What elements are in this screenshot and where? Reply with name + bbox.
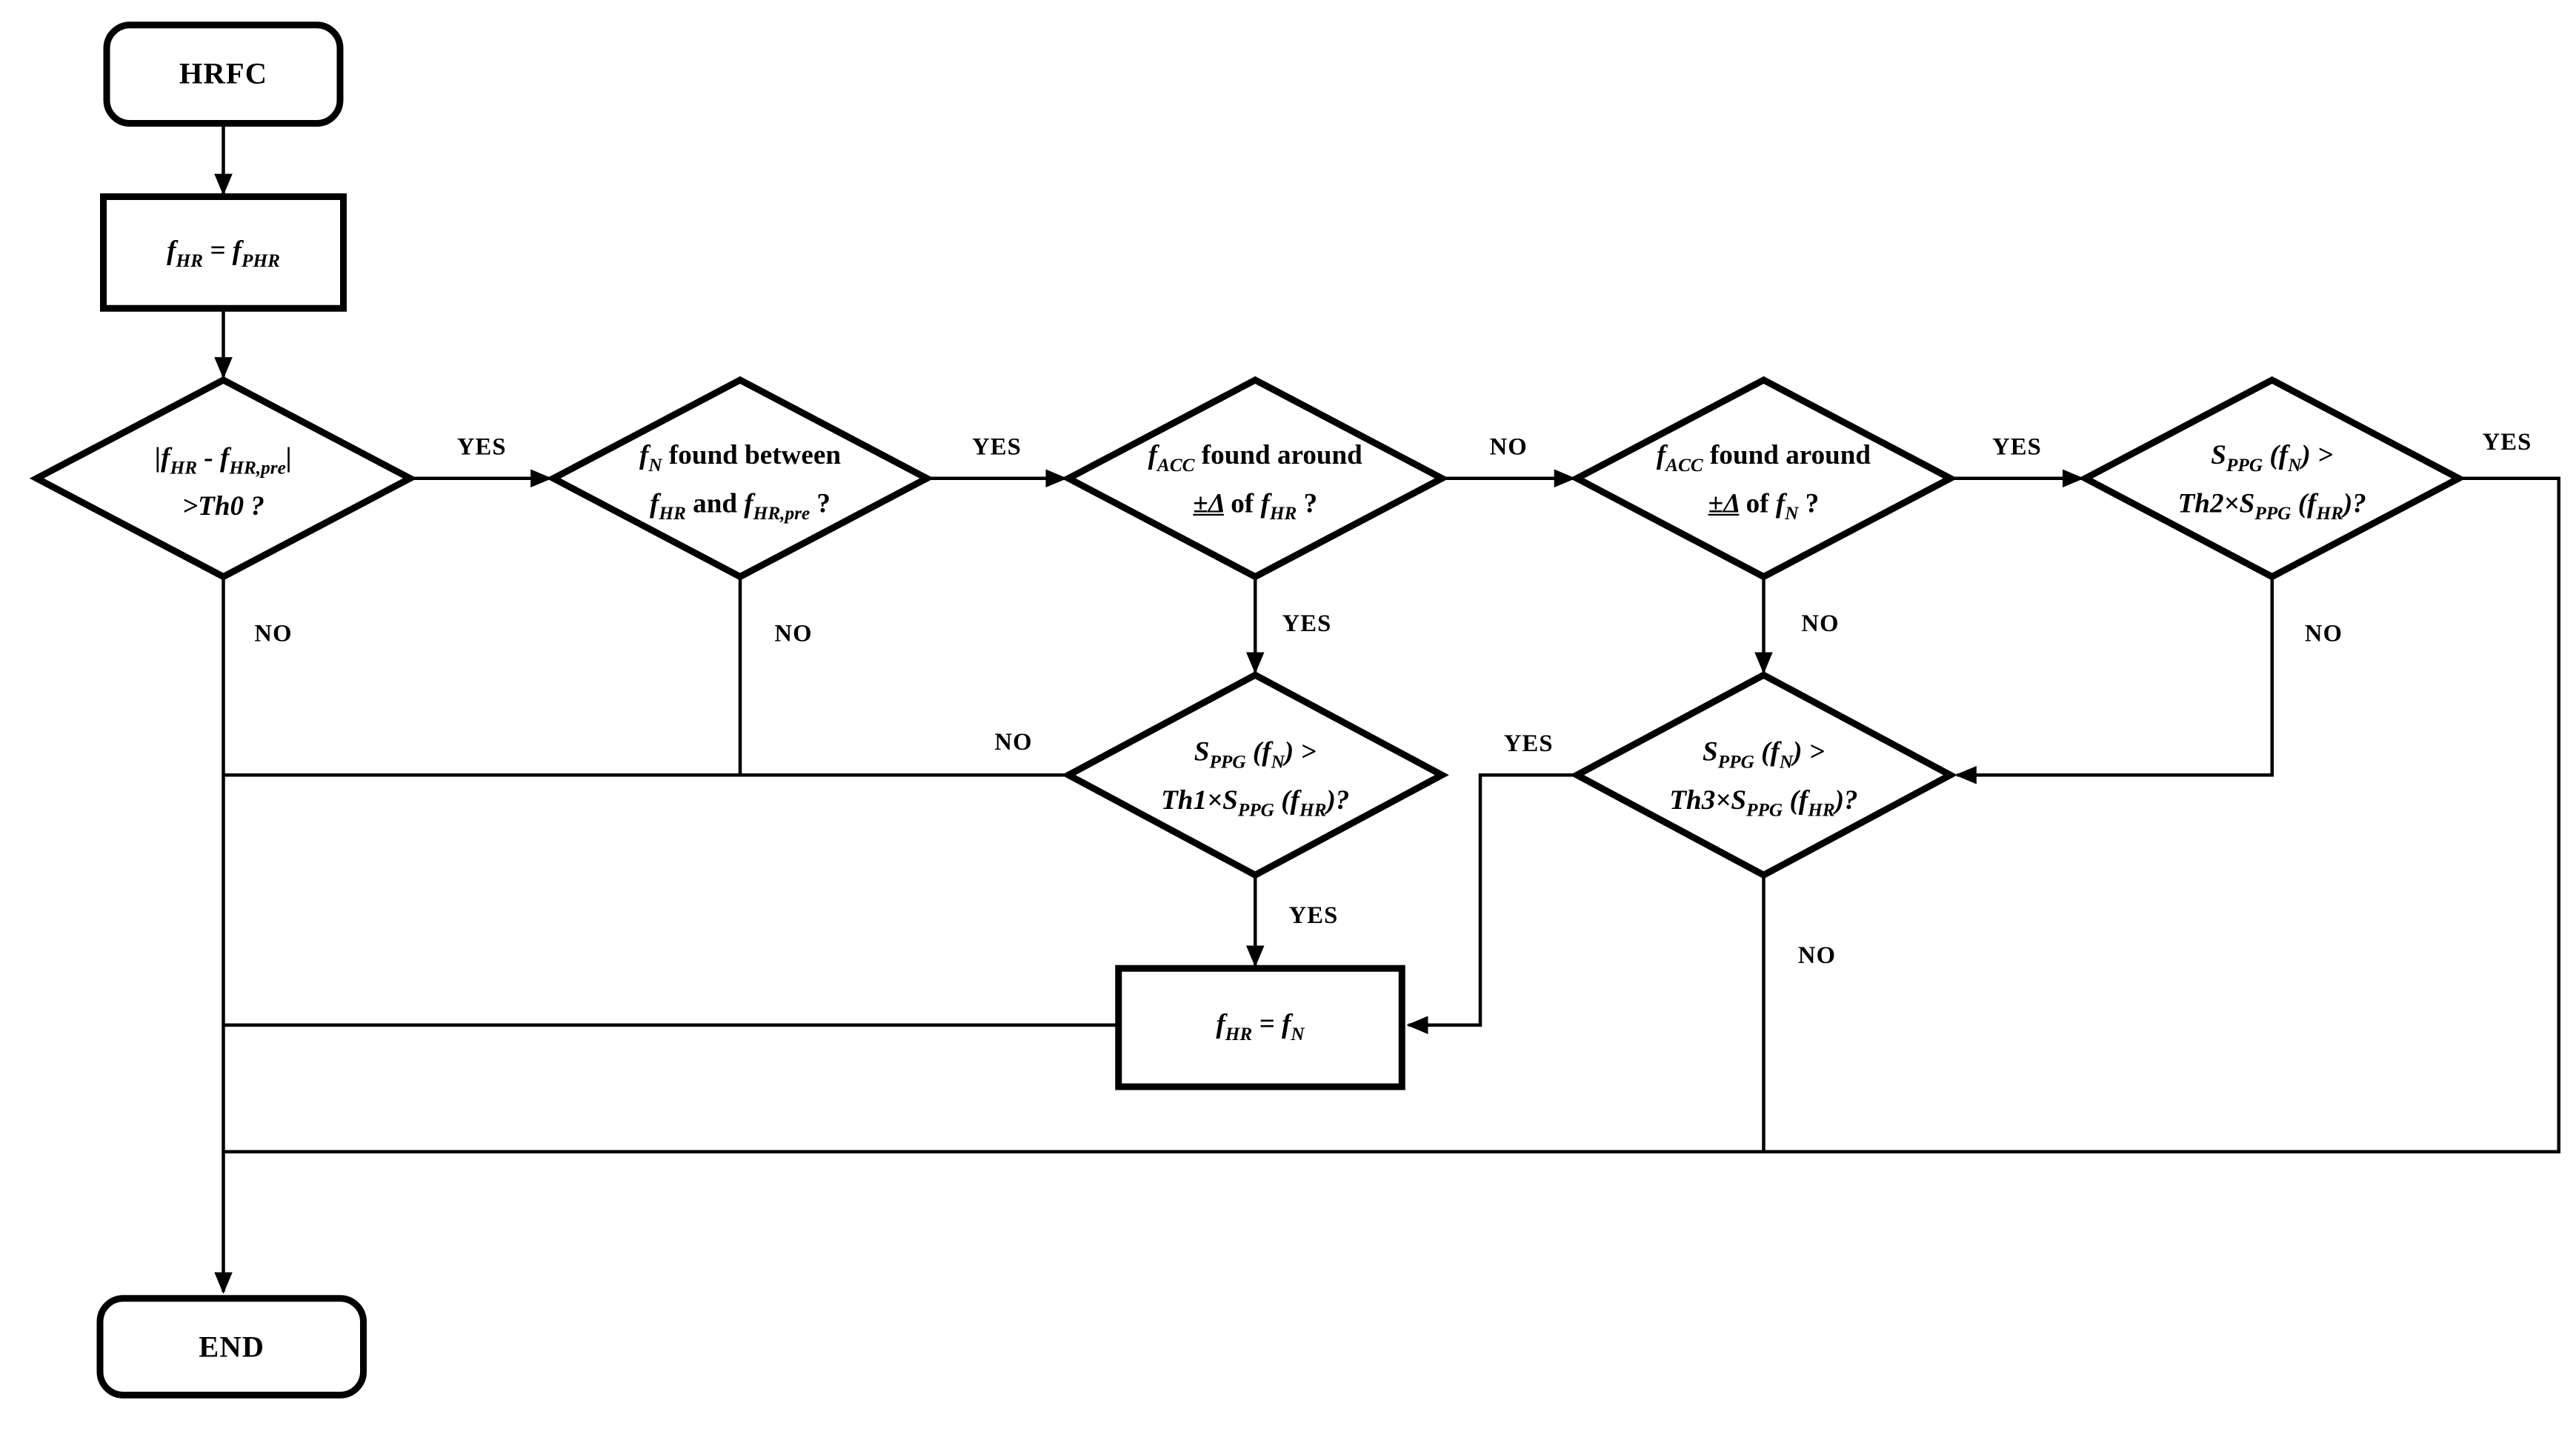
edge-label-fn-between-no: NO: [774, 621, 813, 648]
decision-th1-line1: SPPG (fN) >: [1194, 735, 1317, 773]
decision-th2-line2: Th2×SPPG (fHR)?: [2177, 487, 2366, 524]
edge-label-th0-yes: YES: [456, 434, 507, 462]
decision-facc-fhr-line1: fACC found around: [1148, 439, 1362, 476]
decision-th0-node: [29, 376, 418, 581]
edge-label-th1-no: NO: [994, 729, 1033, 756]
init-label: fHR = fPHR: [167, 230, 280, 278]
edge-label-th0-no: NO: [254, 621, 293, 648]
decision-fn-between-node: [546, 376, 934, 581]
edge-th2-no: [1954, 576, 2274, 784]
edge-label-th2-yes: YES: [2482, 429, 2532, 456]
edge-label-th2-no: NO: [2304, 621, 2343, 648]
edge-label-th3-no: NO: [1797, 942, 1837, 970]
decision-facc-fn-label: fACC found around ±Δ of fN ?: [1657, 434, 1871, 530]
init-label-line: fHR = fPHR: [167, 234, 280, 272]
edge-label-facc-fn-no: NO: [1801, 611, 1840, 639]
end-node: [96, 1295, 367, 1399]
decision-facc-fhr-line2: ±Δ of fHR ?: [1193, 487, 1318, 524]
decision-th1-label: SPPG (fN) > Th1×SPPG (fHR)?: [1161, 730, 1349, 826]
edge-label-facc-fhr-no: NO: [1489, 434, 1528, 462]
decision-facc-fhr-node: [1061, 376, 1449, 581]
end-label: END: [199, 1330, 265, 1364]
decision-th3-line2: Th3×SPPG (fHR)?: [1669, 783, 1858, 821]
decision-fn-between-label: fN found between fHR and fHR,pre ?: [639, 434, 841, 530]
start-label: HRFC: [179, 56, 268, 90]
set-fn-label-line: fHR = fN: [1216, 1007, 1305, 1045]
decision-th1-node: [1061, 671, 1449, 879]
decision-facc-fhr-label: fACC found around ±Δ of fHR ?: [1148, 434, 1362, 530]
start-node: [103, 21, 344, 127]
decision-th0-line1: |fHR - fHR,pre|: [155, 441, 292, 479]
edge-label-fn-between-yes: YES: [972, 434, 1022, 462]
edge-label-facc-fn-yes: YES: [1992, 434, 2042, 462]
process-init-node: [100, 193, 347, 312]
decision-facc-fn-node: [1569, 376, 1958, 581]
decision-th2-label: SPPG (fN) > Th2×SPPG (fHR)?: [2178, 434, 2366, 530]
set-fn-label: fHR = fN: [1216, 1003, 1304, 1051]
decision-th0-label: |fHR - fHR,pre| >Th0 ?: [155, 436, 292, 527]
decision-th2-node: [2078, 376, 2466, 581]
decision-th2-line1: SPPG (fN) >: [2211, 439, 2334, 476]
decision-th3-label: SPPG (fN) > Th3×SPPG (fHR)?: [1669, 730, 1857, 826]
process-set-fn-node: [1115, 964, 1405, 1090]
decision-th1-line2: Th1×SPPG (fHR)?: [1161, 783, 1350, 821]
edge-label-th3-yes: YES: [1503, 731, 1554, 759]
decision-facc-fn-line2: ±Δ of fN ?: [1708, 487, 1820, 524]
decision-facc-fn-line1: fACC found around: [1656, 439, 1871, 476]
edge-th2-yes-bottom-trunk: [223, 476, 2560, 1153]
decision-th3-node: [1569, 671, 1958, 879]
decision-fn-between-line2: fHR and fHR,pre ?: [650, 487, 831, 524]
decision-fn-between-line1: fN found between: [639, 439, 841, 476]
edge-label-facc-fhr-yes: YES: [1282, 611, 1332, 639]
edge-th3-yes: [1406, 773, 1577, 1035]
decision-th0-line2: >Th0 ?: [182, 489, 264, 522]
decision-th3-line1: SPPG (fN) >: [1703, 735, 1825, 773]
edge-label-th1-yes: YES: [1288, 902, 1339, 930]
